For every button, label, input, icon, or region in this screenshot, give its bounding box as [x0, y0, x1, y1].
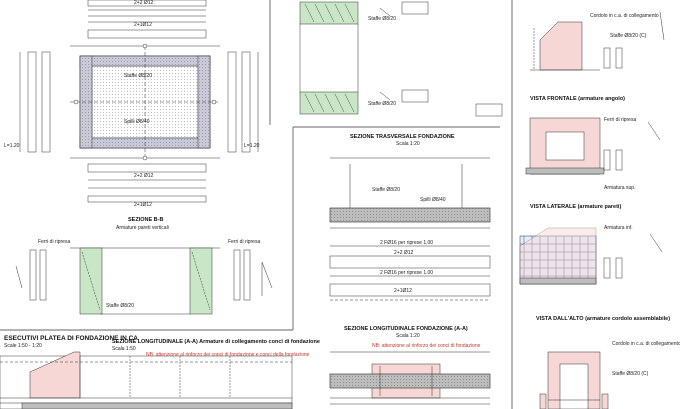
- transverse-label-1: Staffe Ø8/20: [372, 187, 400, 193]
- transverse-label-5: 2 FØ16 per riprese 1.00: [380, 270, 434, 276]
- transverse-label-3: 2 FØ16 per riprese 1.00: [380, 240, 434, 246]
- transverse-title: SEZIONE TRASVERSALE FONDAZIONE: [350, 134, 455, 140]
- top-middle-detail: [299, 1, 503, 117]
- long-conn-section: [0, 351, 293, 409]
- bar-label-top-2: 2+1Ø12: [134, 22, 152, 28]
- detail-label-2: Staffe Ø8/20: [368, 101, 396, 107]
- sheet-main-scale: Scale 1:50 - 1:20: [4, 343, 42, 349]
- bar-label-top-1: 2+2 Ø12: [134, 0, 154, 6]
- right-note-6: Cordolo in c.a. di collegamento: [612, 341, 680, 347]
- right-note-3: Ferri di ripresa: [604, 117, 637, 123]
- bar-label-bottom-1: 2+2 Ø12: [134, 173, 154, 179]
- transverse-scale: Scala 1:20: [396, 141, 420, 147]
- long-found-title: SEZIONE LONGITUDINALE FONDAZIONE (A-A): [344, 326, 468, 332]
- right-note-7: Staffe Ø8/20 (C): [612, 371, 649, 377]
- sheet-main-title: ESECUTIVI PLATEA DI FONDAZIONE IN CA: [4, 335, 138, 342]
- bar-label-plan-pin: Spilli Ø8/40: [124, 119, 150, 125]
- detail-label-1: Staffe Ø8/20: [368, 16, 396, 22]
- transverse-section: [329, 157, 491, 301]
- plan-view: [19, 0, 259, 203]
- red-note-found: NB: attenzione al rinforzo dei conci di …: [372, 343, 481, 349]
- transverse-label-4: 2+2 Ø12: [394, 250, 414, 256]
- section-bb-subtitle: Armature pareti verticali: [116, 225, 169, 231]
- long-found-section: [329, 351, 491, 405]
- front-view-title: VISTA FRONTALE (armature angolo): [530, 96, 625, 102]
- side-view-title: VISTA LATERALE (armature pareti): [530, 204, 622, 210]
- right-note-2: Staffe Ø8/20 (C): [610, 33, 647, 39]
- right-column: [519, 11, 665, 409]
- bar-label-left-length: L=1.20: [4, 143, 20, 149]
- bb-label-right: Ferri di ripresa: [228, 239, 261, 245]
- bb-label-bottom: Staffe Ø8/20: [106, 303, 134, 309]
- bb-label-left: Ferri di ripresa: [38, 239, 71, 245]
- bar-label-right-length: L=1.20: [244, 143, 260, 149]
- top-view-title: VISTA DALL'ALTO (armature cordolo assemb…: [536, 316, 671, 322]
- right-note-4: Armatura sup.: [604, 185, 636, 191]
- long-found-scale: Scala 1:20: [396, 333, 420, 339]
- bar-label-plan-stirrup: Staffe Ø8/20: [124, 73, 152, 79]
- long-conn-title: SEZIONE LONGITUDINALE (A-A) Armature di …: [112, 339, 320, 345]
- transverse-label-6: 2+1Ø12: [394, 288, 412, 294]
- right-note-5: Armatura inf.: [604, 225, 633, 231]
- long-conn-scale: Scala 1:50: [112, 346, 136, 352]
- bar-label-bottom-2: 2+1Ø12: [134, 202, 152, 208]
- right-note-1: Cordolo in c.a. di collegamento: [590, 13, 659, 19]
- red-note-conn: NB: attenzione al rinforzo dei conci di …: [146, 352, 310, 358]
- sheet-frame: [0, 0, 513, 409]
- section-bb: [15, 247, 273, 315]
- section-bb-title: SEZIONE B-B: [128, 217, 164, 223]
- transverse-label-2: Spilli Ø8/40: [420, 197, 446, 203]
